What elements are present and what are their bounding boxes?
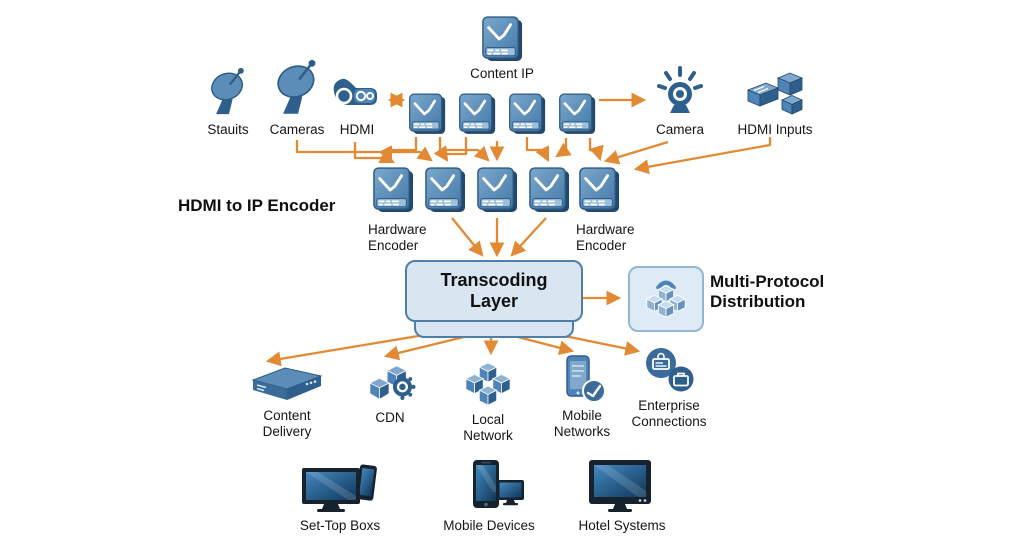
node-mobile-devices: Mobile Devices	[434, 456, 544, 534]
tv-phone-icon	[302, 464, 377, 512]
camera-label: Camera	[655, 122, 704, 137]
network-cubes-icon	[465, 362, 511, 406]
node-cdn: CDN	[358, 362, 422, 426]
encoder-box-icon	[372, 166, 414, 214]
hotel-systems-label: Hotel Systems	[578, 518, 666, 533]
cdn-label: CDN	[375, 410, 405, 425]
node-content-ip: Content IP	[462, 14, 542, 82]
encoder-box-icon	[508, 92, 546, 136]
transcoding-layer-box: Transcoding Layer	[405, 260, 583, 322]
phone-tablet-icon	[473, 460, 524, 508]
satellite-dish-icon	[270, 58, 324, 118]
hdmi-connector-icon	[746, 72, 804, 115]
node-mobile-networks: Mobile Networks	[542, 352, 622, 441]
content-delivery-label: Content Delivery	[262, 408, 312, 440]
stauits-label: Stauits	[207, 122, 249, 137]
webcam-icon	[657, 66, 703, 113]
content-ip-label: Content IP	[470, 66, 534, 81]
node-enterprise-connections: Enterprise Connections	[622, 344, 716, 431]
monitor-icon	[589, 460, 651, 512]
node-hotel-systems: Hotel Systems	[570, 458, 674, 534]
node-content-delivery: Content Delivery	[243, 360, 331, 441]
server-box-icon	[251, 367, 323, 400]
hdmi-label: HDMI	[339, 122, 375, 137]
hardware-encoder-left-label: Hardware Encoder	[368, 222, 427, 254]
node-hdmi-inputs: HDMI Inputs	[732, 64, 818, 138]
local-network-label: Local Network	[463, 412, 513, 444]
enterprise-circles-icon	[646, 348, 694, 392]
node-local-network: Local Network	[450, 358, 526, 445]
cameras-label: Cameras	[269, 122, 325, 137]
node-cameras: Cameras	[262, 58, 332, 138]
transcoding-layer-label: Transcoding Layer	[440, 270, 548, 311]
encoder-box-icon	[424, 166, 466, 214]
enterprise-connections-label: Enterprise Connections	[631, 398, 707, 430]
encoder-box-icon	[476, 166, 518, 214]
hardware-encoder-right-label: Hardware Encoder	[576, 222, 635, 254]
mobile-devices-label: Mobile Devices	[443, 518, 535, 533]
node-hdmi: HDMI	[326, 64, 388, 138]
set-top-boxs-label: Set-Top Boxs	[299, 518, 381, 533]
encoder-box-icon	[481, 16, 523, 62]
node-set-top-boxs: Set-Top Boxs	[290, 458, 390, 534]
hdmi-to-ip-encoder-heading: HDMI to IP Encoder	[178, 196, 336, 215]
encoder-box-icon	[578, 166, 620, 214]
node-stauits: Stauits	[196, 64, 260, 138]
mobile-phone-badge-icon	[566, 355, 606, 403]
encoder-box-icon	[408, 92, 446, 136]
encoder-box-icon	[558, 92, 596, 136]
hdmi-source-icon	[333, 78, 377, 105]
encoder-box-icon	[528, 166, 570, 214]
cdn-cubes-gear-icon	[369, 365, 416, 400]
mobile-networks-label: Mobile Networks	[553, 408, 611, 440]
encoder-box-icon	[458, 92, 496, 136]
multi-protocol-box	[628, 266, 704, 332]
multi-protocol-label: Multi-Protocol Distribution	[710, 272, 825, 312]
hdmi-inputs-label: HDMI Inputs	[737, 122, 813, 137]
satellite-dish-icon	[205, 66, 251, 118]
multi-protocol-icon	[645, 280, 687, 318]
node-camera: Camera	[648, 60, 712, 138]
